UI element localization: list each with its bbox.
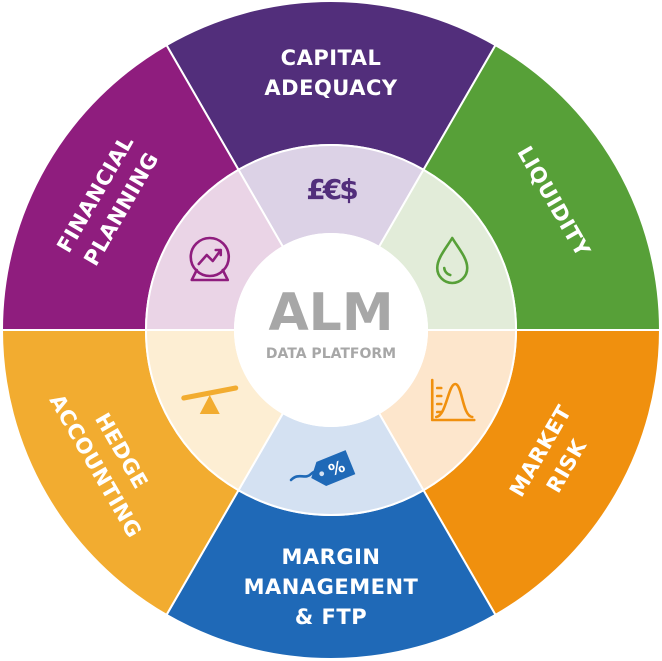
- label-line: ADEQUACY: [264, 76, 397, 100]
- center-subtitle: DATA PLATFORM: [266, 346, 396, 362]
- label-line: CAPITAL: [281, 46, 382, 70]
- crystal-ball-chart-icon: [189, 236, 231, 282]
- label-margin-management-ftp: MARGIN MANAGEMENT & FTP: [244, 545, 419, 629]
- label-line: & FTP: [295, 605, 367, 629]
- label-capital-adequacy: CAPITAL ADEQUACY: [264, 46, 397, 100]
- percent-tag-icon: %: [289, 450, 356, 486]
- label-line: MANAGEMENT: [244, 575, 419, 599]
- seesaw-icon: [181, 385, 239, 414]
- bell-curve-icon: [430, 378, 476, 422]
- droplet-icon: [435, 236, 469, 285]
- center-circle: [234, 233, 428, 427]
- center-hub: ALM DATA PLATFORM: [234, 233, 428, 427]
- center-title: ALM: [268, 283, 393, 343]
- currency-symbols: £€$: [306, 173, 357, 206]
- label-line: MARGIN: [282, 545, 381, 569]
- percent-symbol: %: [326, 456, 348, 480]
- segment-icons: £€$%: [181, 173, 476, 486]
- currency-icon: £€$: [306, 173, 360, 206]
